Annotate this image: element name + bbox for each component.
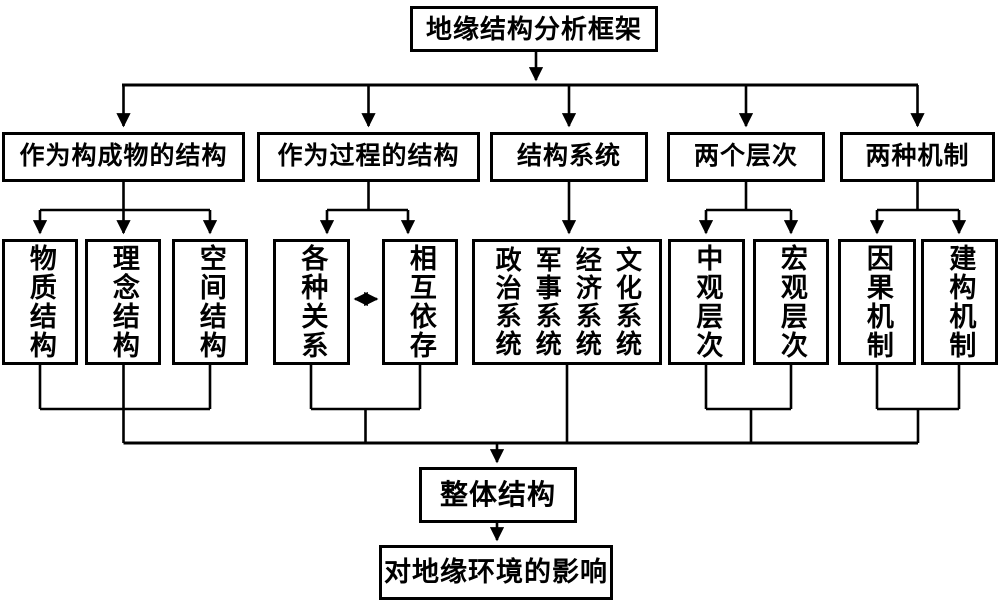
node-label-cultural-system: 文化系统 [612, 246, 643, 358]
node-box-meso-level: 中观层次 [668, 239, 745, 365]
level2-label-process: 作为过程的结构 [277, 142, 460, 171]
node-box-causal-mechanism: 因果机制 [838, 239, 916, 365]
node-box-geo-environment-impact: 对地缘环境的影响 [379, 545, 613, 600]
level2-label-mechanisms: 两种机制 [865, 142, 970, 171]
node-label-constructive-mechanism: 建构机制 [945, 244, 976, 360]
node-box-constructive-mechanism: 建构机制 [921, 239, 998, 365]
node-label-causal-mechanism: 因果机制 [862, 244, 893, 360]
level2-label-composition: 作为构成物的结构 [19, 142, 228, 171]
node-box-material-structure: 物质结构 [2, 239, 78, 365]
node-label-military-system: 军事系统 [532, 246, 563, 358]
node-label-overall-structure: 整体结构 [439, 478, 556, 510]
root-node-box: 地缘结构分析框架 [410, 6, 658, 52]
node-label-economic-system: 经济系统 [572, 246, 603, 358]
node-label-interdependence: 相互依存 [405, 244, 436, 360]
node-label-geo-environment-impact: 对地缘环境的影响 [384, 556, 608, 587]
node-box-various-relations: 各种关系 [273, 239, 350, 365]
node-label-material-structure: 物质结构 [25, 244, 56, 360]
level2-label-system: 结构系统 [516, 142, 621, 171]
level2-box-mechanisms: 两种机制 [840, 132, 995, 182]
node-box-interdependence: 相互依存 [382, 239, 458, 365]
node-label-meso-level: 中观层次 [692, 244, 723, 360]
level2-box-system: 结构系统 [490, 132, 648, 182]
node-box-macro-level: 宏观层次 [753, 239, 829, 365]
node-box-structure-systems: 政治系统 军事系统 经济系统 文化系统 [472, 239, 662, 365]
node-box-idea-structure: 理念结构 [85, 239, 161, 365]
node-label-macro-level: 宏观层次 [776, 244, 807, 360]
node-box-overall-structure: 整体结构 [419, 467, 577, 523]
node-label-idea-structure: 理念结构 [108, 244, 139, 360]
level2-box-levels: 两个层次 [667, 132, 825, 182]
node-box-spatial-structure: 空间结构 [172, 239, 248, 365]
level2-box-composition: 作为构成物的结构 [2, 132, 245, 182]
level2-label-levels: 两个层次 [693, 142, 798, 171]
node-label-political-system: 政治系统 [492, 246, 523, 358]
node-label-spatial-structure: 空间结构 [195, 244, 226, 360]
node-label-various-relations: 各种关系 [297, 244, 328, 360]
root-node-label: 地缘结构分析框架 [425, 13, 642, 44]
level2-box-process: 作为过程的结构 [257, 132, 480, 182]
